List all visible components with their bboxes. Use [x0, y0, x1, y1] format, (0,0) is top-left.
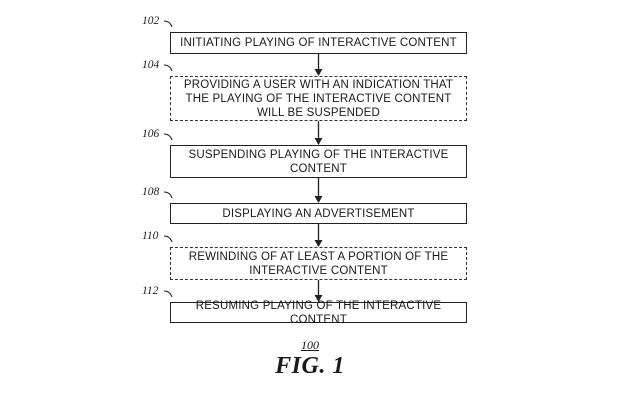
step-ref-110: 110 — [142, 230, 159, 242]
step-ref-leader-102 — [163, 20, 173, 28]
step-ref-104: 104 — [142, 59, 160, 71]
figure-number: 100 — [301, 338, 319, 352]
step-ref-leader-108 — [163, 191, 173, 199]
step-ref-112: 112 — [142, 285, 159, 297]
step-ref-leader-112 — [163, 290, 173, 298]
step-ref-108: 108 — [142, 186, 160, 198]
step-text-108-line-1: DISPLAYING AN ADVERTISEMENT — [222, 207, 415, 220]
step-box-104: PROVIDING A USER WITH AN INDICATION THAT… — [170, 76, 467, 121]
step-ref-leader-106 — [163, 133, 173, 141]
step-ref-102: 102 — [142, 15, 160, 27]
step-box-102: INITIATING PLAYING OF INTERACTIVE CONTEN… — [170, 32, 467, 54]
step-ref-106: 106 — [142, 128, 160, 140]
step-text-104-line-2: THE PLAYING OF THE INTERACTIVE CONTENT — [185, 92, 452, 105]
step-text-110-line-1: REWINDING OF AT LEAST A PORTION OF THE — [188, 250, 449, 263]
step-ref-leader-110 — [163, 235, 173, 243]
step-text-106-line-2: CONTENT — [290, 162, 347, 175]
step-box-108: DISPLAYING AN ADVERTISEMENT — [170, 203, 467, 224]
step-ref-leader-104 — [163, 64, 173, 72]
step-text-106-line-1: SUSPENDING PLAYING OF THE INTERACTIVE — [188, 148, 449, 161]
step-box-112: RESUMING PLAYING OF THE INTERACTIVE CONT… — [170, 300, 467, 326]
step-text-102-line-1: INITIATING PLAYING OF INTERACTIVE CONTEN… — [180, 37, 457, 49]
step-text-112-line-1: RESUMING PLAYING OF THE INTERACTIVE CONT… — [195, 299, 442, 326]
step-text-104-line-1: PROVIDING A USER WITH AN INDICATION THAT — [183, 78, 454, 91]
step-text-110-line-2: INTERACTIVE CONTENT — [249, 264, 388, 277]
figure-title: FIG. 1 — [275, 353, 345, 379]
step-text-104-line-3: WILL BE SUSPENDED — [256, 106, 381, 119]
